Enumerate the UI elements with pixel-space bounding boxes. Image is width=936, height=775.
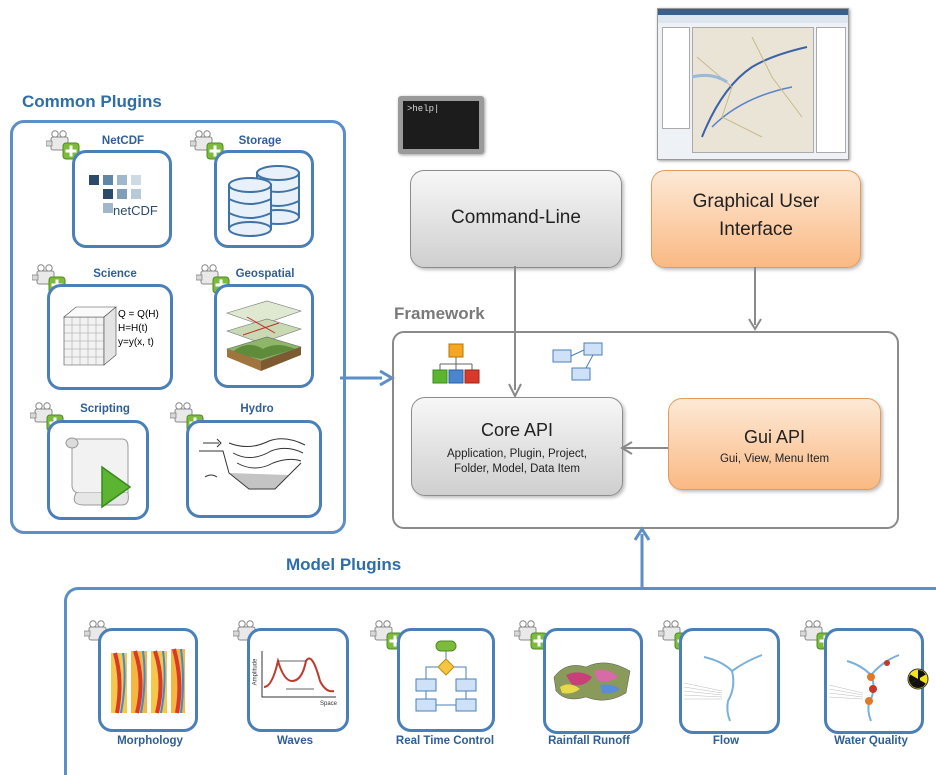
gui-api-title: Gui API bbox=[743, 427, 806, 447]
plugin-storage[interactable] bbox=[214, 150, 314, 248]
gui-label-line1: Graphical User bbox=[692, 191, 820, 212]
plugin-label-science: Science bbox=[93, 268, 137, 280]
core-api-line2: Folder, Model, Data Item bbox=[454, 463, 580, 475]
plugin-label-netcdf: NetCDF bbox=[101, 135, 145, 147]
plugin-morphology[interactable] bbox=[98, 628, 198, 732]
flowchart-icon bbox=[415, 640, 477, 712]
waves-yaxis-label: Amplitude bbox=[252, 658, 259, 686]
waves-xaxis-label: Space bbox=[320, 701, 338, 707]
arrow-model-to-framework bbox=[633, 526, 651, 588]
terminal-icon: >help| bbox=[398, 96, 484, 154]
science-formula-icon bbox=[63, 306, 117, 366]
radiation-icon bbox=[907, 668, 929, 690]
plugin-label-waves: Waves bbox=[276, 735, 313, 747]
terrain-map-icon bbox=[553, 662, 631, 701]
hierarchy-icon bbox=[432, 343, 480, 384]
plugin-scripting[interactable] bbox=[47, 420, 149, 520]
plugin-rainfall-runoff[interactable] bbox=[543, 628, 643, 734]
plugin-label-rainfall-runoff: Rainfall Runoff bbox=[548, 735, 630, 747]
database-stack-icon bbox=[228, 165, 300, 237]
gui-label-line2: Interface bbox=[719, 219, 793, 240]
river-network-icon bbox=[683, 654, 763, 722]
command-line-label: Command-Line bbox=[451, 207, 581, 228]
gui-box[interactable]: Graphical User Interface bbox=[651, 170, 861, 268]
arrow-common-to-framework bbox=[340, 369, 395, 387]
map-layers-icon bbox=[226, 300, 302, 371]
terminal-text: >help| bbox=[407, 104, 440, 114]
arrow-gui-to-framework bbox=[748, 267, 762, 331]
hydro-sketch-icon bbox=[199, 438, 306, 490]
morphology-chart-icon bbox=[111, 648, 185, 714]
plugin-label-water-quality: Water Quality bbox=[834, 735, 908, 747]
core-api-line1: Application, Plugin, Project, bbox=[447, 448, 587, 460]
science-formula-1: Q = Q(H) bbox=[118, 309, 159, 320]
script-scroll-icon bbox=[65, 437, 132, 509]
gui-api-box[interactable]: Gui API Gui, View, Menu Item bbox=[668, 398, 881, 490]
plugin-label-real-time-control: Real Time Control bbox=[395, 735, 495, 747]
plugin-label-morphology: Morphology bbox=[117, 735, 183, 747]
plugin-label-hydro: Hydro bbox=[240, 403, 274, 415]
netcdf-logo-text: netCDF bbox=[113, 203, 158, 218]
plugin-label-flow: Flow bbox=[712, 735, 740, 747]
class-diagram-icon bbox=[552, 342, 603, 381]
science-formula-2: H=H(t) bbox=[118, 323, 148, 334]
wave-chart-icon bbox=[261, 651, 336, 698]
framework-title: Framework bbox=[394, 304, 485, 323]
gui-api-line1: Gui, View, Menu Item bbox=[719, 453, 830, 465]
framework-box bbox=[392, 331, 899, 529]
plugin-label-geospatial: Geospatial bbox=[235, 268, 295, 280]
plugin-label-scripting: Scripting bbox=[80, 403, 130, 415]
gui-screenshot bbox=[657, 8, 849, 160]
plugin-geospatial[interactable] bbox=[214, 284, 314, 388]
arrow-command-line-to-core bbox=[508, 266, 522, 399]
netcdf-logo-icon bbox=[89, 175, 141, 213]
plugin-hydro[interactable] bbox=[186, 420, 322, 518]
plugin-real-time-control[interactable] bbox=[397, 628, 495, 732]
plugin-waves[interactable]: Space Amplitude bbox=[247, 628, 349, 732]
model-plugins-title: Model Plugins bbox=[286, 555, 402, 574]
model-plugins-group bbox=[64, 587, 936, 775]
command-line-box[interactable]: Command-Line bbox=[410, 170, 622, 268]
core-api-box[interactable]: Core API Application, Plugin, Project, F… bbox=[411, 397, 623, 496]
plugin-label-storage: Storage bbox=[238, 135, 282, 147]
arrow-gui-api-to-core bbox=[620, 441, 668, 455]
plugin-science[interactable]: Q = Q(H) H=H(t) y=y(x, t) bbox=[47, 284, 173, 390]
plugin-netcdf[interactable]: netCDF bbox=[72, 150, 172, 248]
plugin-flow[interactable] bbox=[679, 628, 780, 734]
water-quality-icon bbox=[828, 654, 900, 722]
science-formula-3: y=y(x, t) bbox=[118, 337, 154, 348]
core-api-title: Core API bbox=[480, 420, 554, 440]
common-plugins-title: Common Plugins bbox=[22, 92, 162, 111]
